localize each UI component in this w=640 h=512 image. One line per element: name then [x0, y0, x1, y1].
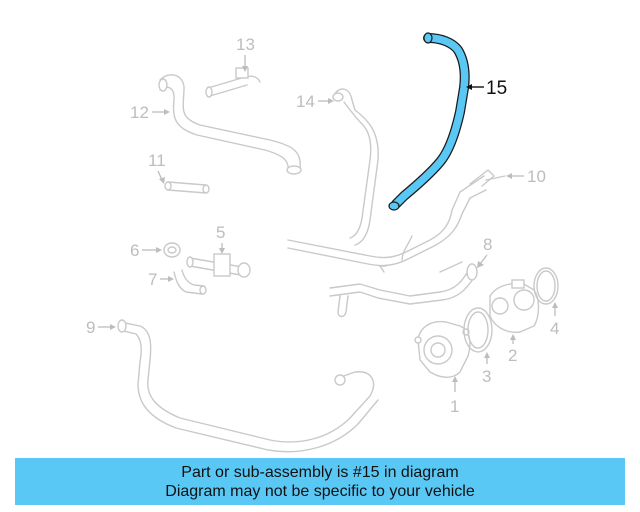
callout-14-label: 14 — [296, 92, 315, 111]
part-14-tube — [332, 88, 379, 246]
part-3-gasket — [463, 307, 493, 353]
part-6-clamp — [163, 242, 181, 258]
callout-7: 7 — [148, 270, 174, 289]
callout-5-label: 5 — [216, 223, 225, 242]
part-1-pump-housing — [414, 320, 471, 378]
callout-13-label: 13 — [236, 35, 255, 54]
callout-3-label: 3 — [482, 367, 491, 386]
part-7-hose — [173, 269, 207, 295]
part-2-pump — [489, 279, 540, 333]
callout-13: 13 — [236, 35, 255, 72]
part-8-pipe — [329, 261, 478, 318]
callout-4: 4 — [550, 302, 559, 338]
part-10-pipe-assembly — [287, 169, 506, 273]
callout-5: 5 — [216, 223, 225, 254]
callout-4-label: 4 — [550, 319, 559, 338]
callout-3: 3 — [482, 352, 491, 386]
banner-line-2: Diagram may not be specific to your vehi… — [165, 482, 475, 500]
callout-2-label: 2 — [508, 346, 517, 365]
callout-15: 15 — [466, 78, 507, 99]
callout-10-label: 10 — [527, 167, 546, 186]
part-9-hose — [117, 319, 379, 453]
callout-2: 2 — [508, 334, 517, 365]
callout-12: 12 — [130, 103, 170, 122]
callout-15-label: 15 — [486, 78, 507, 99]
part-15-hose-highlighted[interactable] — [388, 32, 470, 211]
callout-6-label: 6 — [130, 241, 139, 260]
info-banner: Part or sub-assembly is #15 in diagram D… — [15, 458, 625, 505]
callout-10: 10 — [506, 167, 546, 186]
callout-12-label: 12 — [130, 103, 149, 122]
callout-8: 8 — [477, 235, 492, 268]
part-12-hose — [158, 74, 302, 175]
part-5-fitting — [186, 253, 251, 278]
callout-1: 1 — [450, 376, 459, 416]
banner-line-1: Part or sub-assembly is #15 in diagram — [181, 463, 459, 481]
callout-9: 9 — [86, 318, 116, 337]
part-11-pipe — [164, 181, 210, 194]
callout-1-label: 1 — [450, 397, 459, 416]
callout-11-label: 11 — [148, 151, 166, 170]
callout-7-label: 7 — [148, 270, 157, 289]
callout-8-label: 8 — [483, 235, 492, 254]
callout-11: 11 — [148, 151, 166, 184]
parts-diagram: 15 13 12 14 11 10 5 6 7 — [86, 32, 559, 453]
callout-14: 14 — [296, 92, 334, 111]
callout-9-label: 9 — [86, 318, 95, 337]
part-13-pipe — [205, 67, 261, 98]
callout-6: 6 — [130, 241, 162, 260]
part-4-o-ring — [533, 267, 559, 305]
